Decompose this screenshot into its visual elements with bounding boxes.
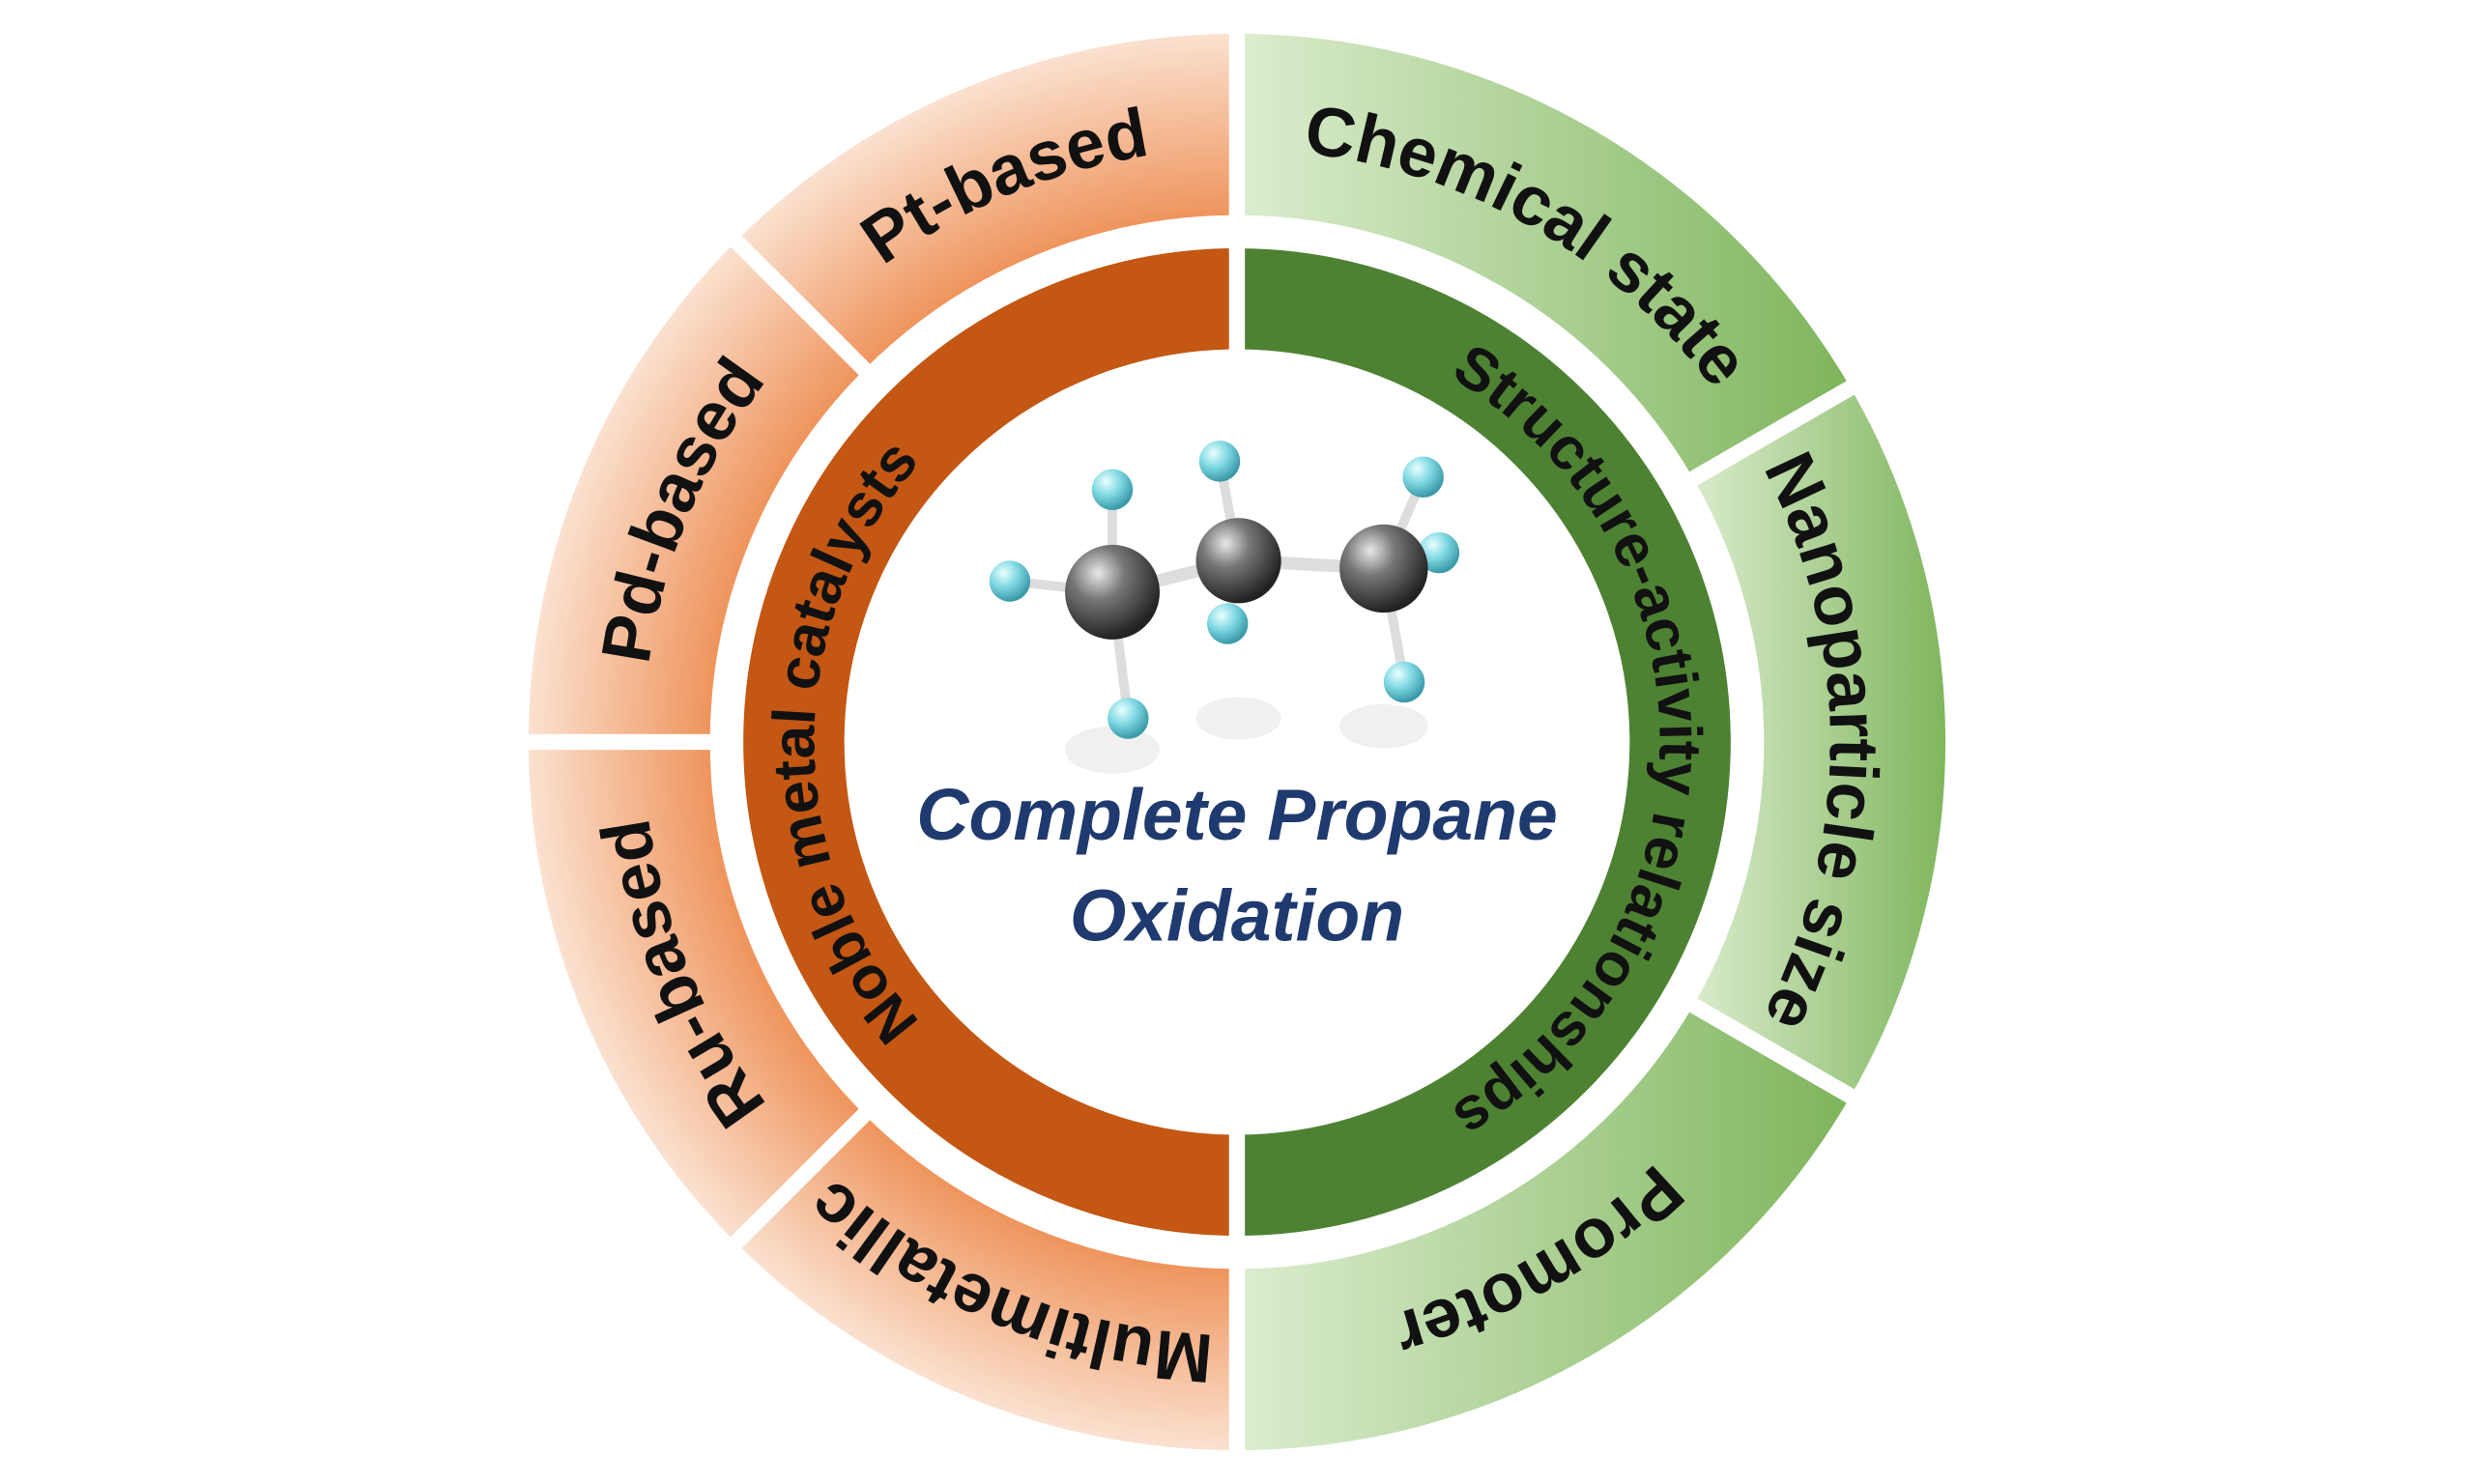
- hydrogen-atom-icon: [1402, 456, 1444, 498]
- outer-segment-nanoparticle-size: [1676, 373, 1962, 1111]
- inner-segment-noble-metal-catalysts: [727, 232, 1246, 1252]
- hydrogen-atom-icon: [1108, 698, 1149, 739]
- hydrogen-atom-icon: [989, 560, 1031, 602]
- hydrogen-atom-icon: [1418, 531, 1460, 574]
- hydrogen-atom-icon: [1091, 469, 1134, 510]
- title-line-2: Oxidation: [1070, 875, 1404, 956]
- carbon-atom-icon: [1339, 524, 1428, 614]
- propane-molecule-icon: [989, 441, 1460, 774]
- hydrogen-atom-icon: [1198, 441, 1241, 482]
- outer-segment-chemical-state: [1228, 17, 1869, 494]
- outer-segment-ru-based: [512, 733, 881, 1260]
- hydrogen-atom-icon: [1206, 603, 1249, 644]
- carbon-atom-icon: [1065, 544, 1160, 640]
- inner-segment-structure-activity: [1228, 232, 1747, 1252]
- hydrogen-atom-icon: [1383, 661, 1425, 703]
- rings: Pt-basedPd-basedRu-basedMultimetallicChe…: [512, 17, 1962, 1467]
- title-line-1: Complete Propane: [916, 774, 1557, 855]
- outer-segment-promoter: [1228, 990, 1869, 1467]
- carbon-atom-icon: [1195, 518, 1281, 604]
- outer-segment-multimetallic: [719, 1098, 1246, 1467]
- outer-segment-pd-based: [512, 224, 881, 751]
